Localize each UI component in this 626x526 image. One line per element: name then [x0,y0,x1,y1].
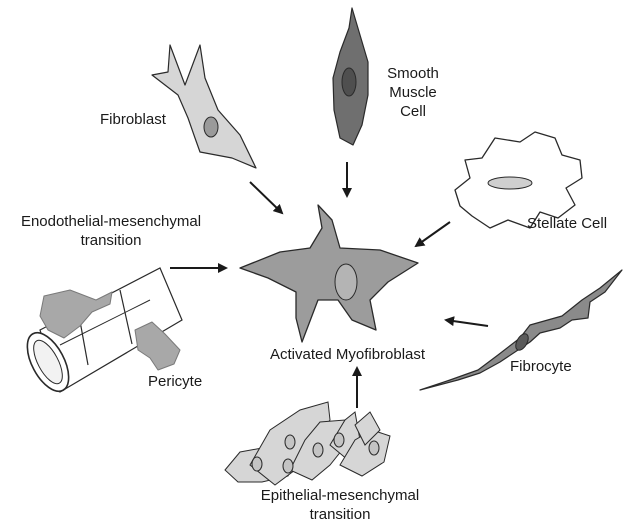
label-endothelial-line1: Enodothelial-mesenchymal [4,212,218,231]
myofibroblast-nucleus [335,264,357,300]
fibroblast-nucleus [204,117,218,137]
epithelial-cells [225,402,390,485]
arrow-fibroblast [250,182,282,213]
label-fibroblast: Fibroblast [100,110,166,129]
label-epithelial: Epithelial-mesenchymal transition [240,486,440,524]
stellate-nucleus [488,177,532,189]
label-smooth-muscle: Smooth Muscle Cell [378,64,448,121]
arrow-stellate [416,222,450,246]
label-smooth-muscle-line2: Muscle [378,83,448,102]
arrow-fibrocyte [446,320,488,326]
label-smooth-muscle-line3: Cell [378,102,448,121]
label-epithelial-line1: Epithelial-mesenchymal [240,486,440,505]
label-stellate: Stellate Cell [527,214,607,233]
label-epithelial-line2: transition [240,505,440,524]
label-fibrocyte: Fibrocyte [510,357,572,376]
label-endothelial-line2: transition [4,231,218,250]
label-pericyte: Pericyte [148,372,202,391]
smooth-muscle-cell [333,8,368,145]
label-activated-myofibroblast: Activated Myofibroblast [270,345,425,364]
activated-myofibroblast-cell [240,205,418,342]
fibroblast-cell [152,45,256,168]
label-endothelial: Enodothelial-mesenchymal transition [4,212,218,250]
label-smooth-muscle-line1: Smooth [378,64,448,83]
smooth-muscle-nucleus [342,68,356,96]
